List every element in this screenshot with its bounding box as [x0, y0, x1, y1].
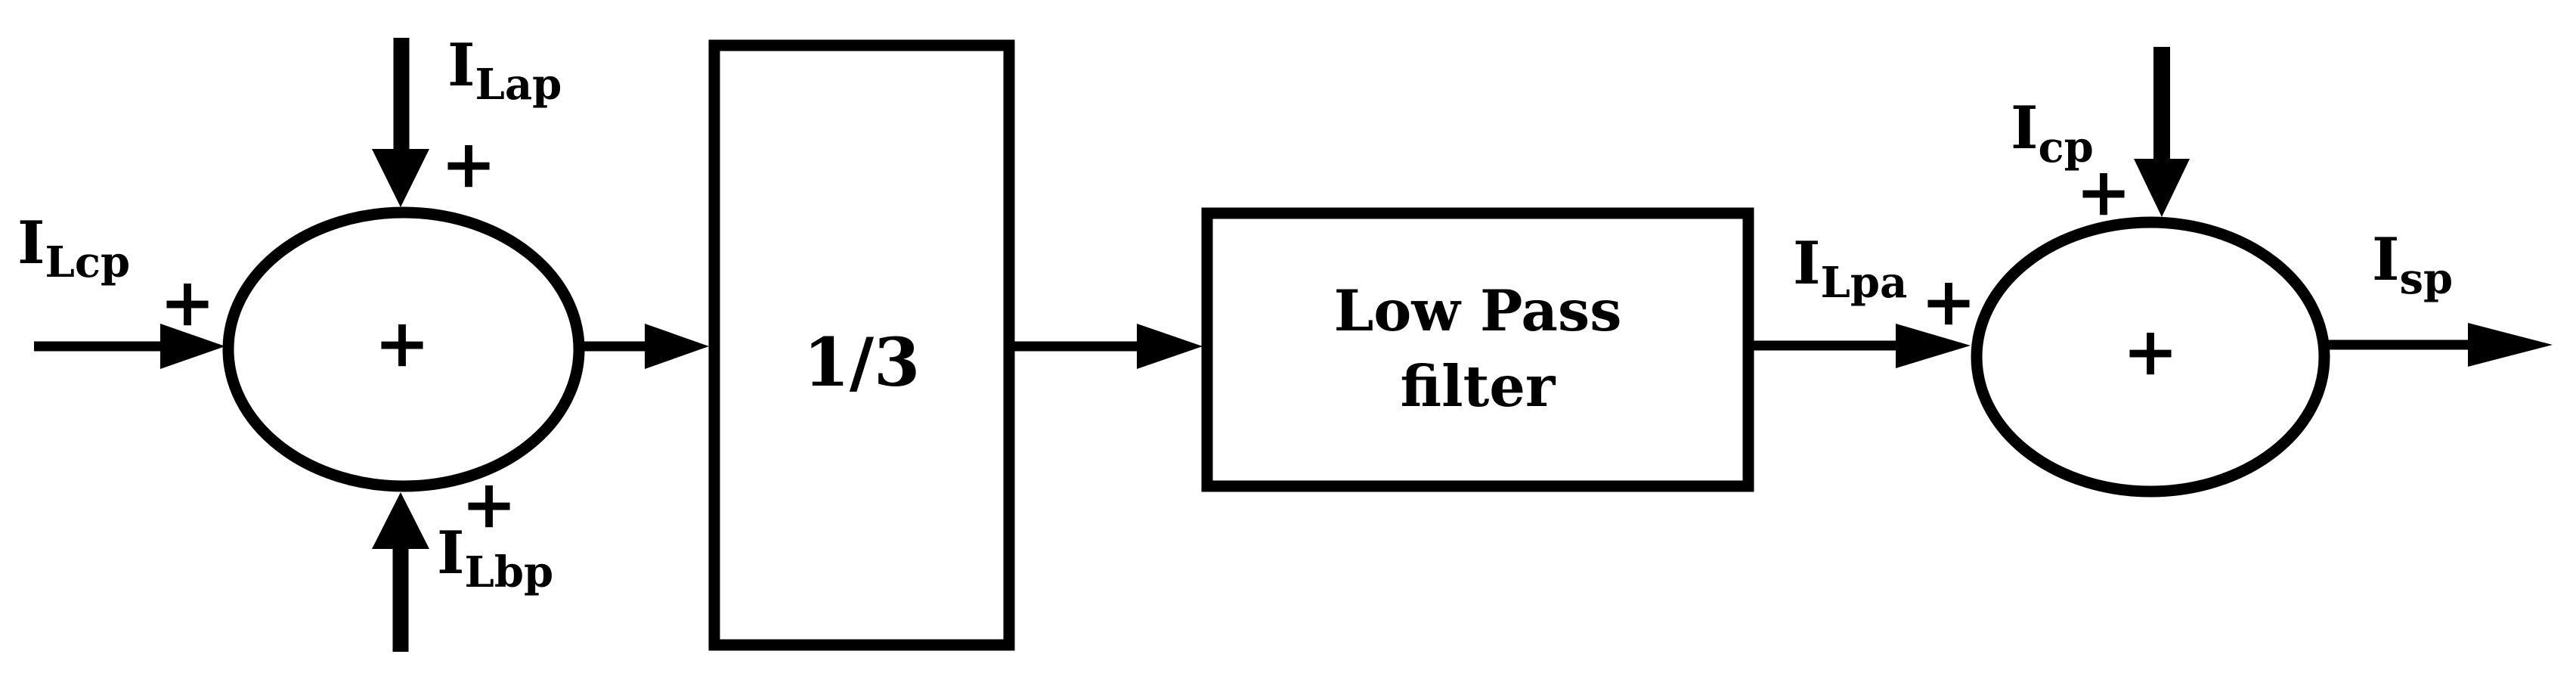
- low-pass-filter-label-line2: filter: [1401, 353, 1556, 420]
- signal-label-icp: Icp: [2011, 94, 2094, 172]
- gain-block: [708, 39, 1015, 651]
- arrow-lpf-to-sum2: [1754, 324, 1971, 368]
- signal-label-isp: Isp: [2372, 225, 2453, 304]
- output-arrow-isp: [2328, 323, 2553, 367]
- arrowhead-down-icon: [2134, 159, 2190, 217]
- gain-block-label: 1/3: [803, 323, 921, 402]
- arrow-sum1-to-gain: [577, 324, 709, 369]
- summing-junction-right-operator: +: [2122, 312, 2178, 390]
- signal-label-ilpa: ILpa: [1793, 229, 1907, 308]
- signal-label-ilap: ILap: [447, 31, 562, 110]
- input-arrow-ilcp: [34, 324, 225, 369]
- arrowhead-up-icon: [372, 492, 429, 549]
- arrowhead-right-icon: [1896, 324, 1971, 368]
- plus-sign-ilap: +: [441, 124, 497, 203]
- low-pass-filter-label-line1: Low Pass: [1334, 277, 1622, 344]
- signal-label-ilcp: ILcp: [17, 209, 130, 287]
- input-arrow-ilap: [372, 38, 429, 207]
- summing-junction-left-operator: +: [374, 303, 430, 382]
- arrowhead-right-icon: [160, 324, 225, 369]
- plus-sign-ilpa: +: [1921, 262, 1977, 340]
- plus-sign-ilcp: +: [159, 262, 215, 341]
- arrowhead-right-icon: [1137, 324, 1203, 369]
- arrowhead-right-icon: [2468, 323, 2553, 367]
- signal-label-ilbp: ILbp: [437, 519, 553, 597]
- input-arrow-icp: [2134, 47, 2190, 217]
- plus-sign-icp: +: [2076, 152, 2132, 231]
- plus-sign-ilbp: +: [461, 464, 517, 543]
- input-arrow-ilbp: [372, 492, 429, 652]
- arrowhead-right-icon: [645, 324, 709, 369]
- low-pass-filter-block: [1201, 207, 1754, 492]
- arrowhead-down-icon: [372, 149, 429, 207]
- arrow-gain-to-lpf: [1014, 324, 1203, 369]
- summing-junction-right: [1971, 216, 2330, 498]
